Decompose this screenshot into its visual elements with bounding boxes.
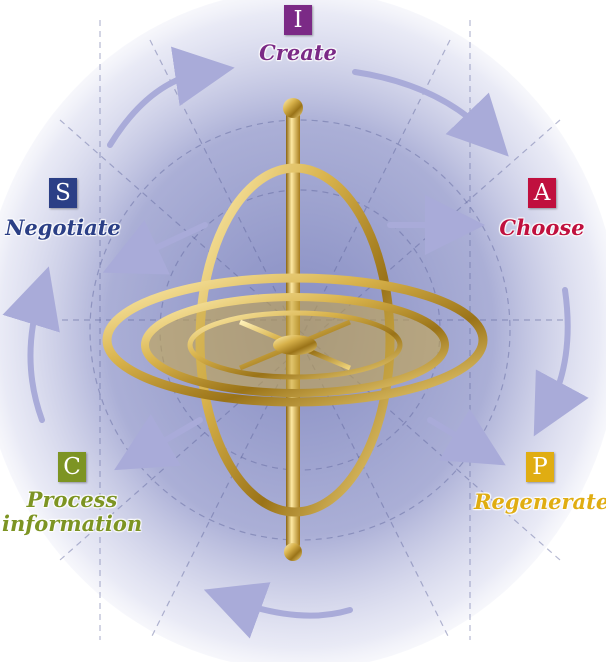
label-process-information: Process information bbox=[2, 488, 142, 536]
label-create: Create bbox=[238, 41, 358, 65]
node-choose: A Choose bbox=[486, 178, 598, 240]
label-negotiate: Negotiate bbox=[4, 216, 122, 240]
node-regenerate: P Regenerate bbox=[474, 452, 606, 514]
label-regenerate: Regenerate bbox=[474, 490, 606, 514]
node-create: I Create bbox=[238, 5, 358, 65]
node-process-information: C Process information bbox=[2, 452, 142, 536]
label-process-line1: Process bbox=[2, 488, 142, 512]
label-choose: Choose bbox=[486, 216, 598, 240]
label-process-line2: information bbox=[2, 512, 142, 536]
letter-box-a: A bbox=[528, 178, 556, 208]
letter-box-i: I bbox=[284, 5, 312, 35]
letter-box-s: S bbox=[49, 178, 77, 208]
letter-box-p: P bbox=[526, 452, 554, 482]
node-negotiate: S Negotiate bbox=[4, 178, 122, 240]
letter-box-c: C bbox=[58, 452, 86, 482]
